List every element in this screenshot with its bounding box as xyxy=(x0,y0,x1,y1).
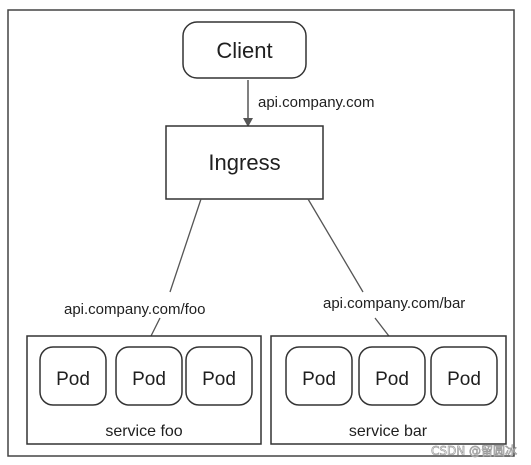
service-bar-label: service bar xyxy=(349,423,428,440)
bar-edge-label: api.company.com/bar xyxy=(323,295,465,312)
ingress-node xyxy=(165,125,324,200)
arrowhead xyxy=(243,118,253,127)
pod-label: Pod xyxy=(447,369,481,390)
pod-label: Pod xyxy=(202,369,236,390)
client-label: Client xyxy=(216,38,272,63)
pod-box xyxy=(115,346,183,406)
foo-label-connector xyxy=(149,317,161,339)
client-ingress-edge-label: api.company.com xyxy=(258,94,374,111)
pod-box xyxy=(185,346,253,406)
client-node xyxy=(182,21,307,79)
pod-label: Pod xyxy=(56,369,90,390)
pod-box xyxy=(39,346,107,406)
service-foo-group: Pod Pod Pod service foo xyxy=(26,335,262,445)
ingress-label: Ingress xyxy=(208,150,280,175)
pod-box xyxy=(430,346,498,406)
pod-label: Pod xyxy=(302,369,336,390)
pod-label: Pod xyxy=(132,369,166,390)
ingress-bar-line xyxy=(307,198,364,293)
service-bar-group: Pod Pod Pod service bar xyxy=(270,335,507,445)
pod-box xyxy=(285,346,353,406)
foo-edge-label: api.company.com/foo xyxy=(64,301,205,318)
ingress-foo-line xyxy=(169,198,202,293)
pod-label: Pod xyxy=(375,369,409,390)
pod-box xyxy=(358,346,426,406)
service-foo-label: service foo xyxy=(105,423,182,440)
watermark: CSDN @留圆冰 xyxy=(431,444,517,458)
